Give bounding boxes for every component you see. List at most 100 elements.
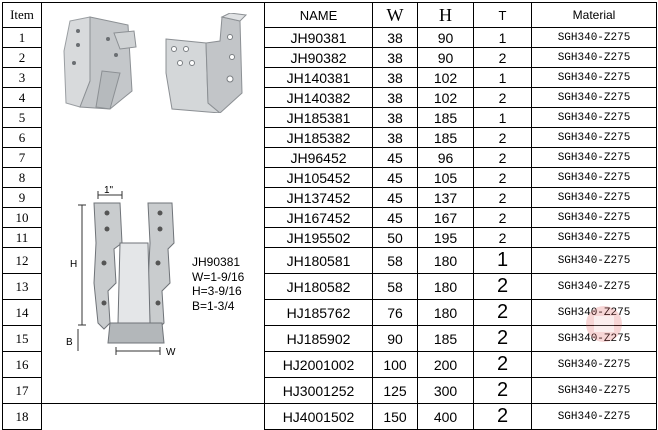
- cell-name: JH137452: [264, 187, 373, 208]
- item-number: 8: [2, 167, 42, 188]
- cell-t: 2: [473, 167, 532, 188]
- cell-h: 105: [417, 167, 474, 188]
- cell-material: SGH340-Z275: [531, 47, 657, 68]
- watermark-logo-icon: [586, 306, 622, 342]
- cell-h: 185: [417, 325, 474, 352]
- cell-material: SGH340-Z275: [531, 227, 657, 248]
- cell-t: 2: [473, 127, 532, 148]
- item-row: 15: [2, 325, 42, 352]
- hanger-dimension-drawing: 1" H B W: [66, 185, 176, 358]
- item-row: 16: [2, 351, 42, 378]
- cell-name: HJ4001502: [264, 403, 373, 430]
- item-row: 4: [2, 87, 42, 108]
- item-row: 6: [2, 127, 42, 148]
- item-row: 10: [2, 207, 42, 228]
- item-number: 6: [2, 127, 42, 148]
- item-row: 9: [2, 187, 42, 208]
- cell-t: 2: [473, 187, 532, 208]
- cell-material: SGH340-Z275: [531, 107, 657, 128]
- cell-name: JH96452: [264, 147, 373, 168]
- item-row: 3: [2, 67, 42, 88]
- cell-w: 58: [372, 247, 418, 274]
- item-number: 9: [2, 187, 42, 208]
- item-row: 14: [2, 299, 42, 326]
- cell-name: JH140381: [264, 67, 373, 88]
- cell-material: SGH340-Z275: [531, 147, 657, 168]
- item-number: 16: [2, 351, 42, 378]
- item-number: 2: [2, 47, 42, 68]
- cell-material: SGH340-Z275: [531, 377, 657, 404]
- cell-material: SGH340-Z275: [531, 351, 657, 378]
- item-header: Item: [2, 2, 42, 28]
- item-row: 8: [2, 167, 42, 188]
- cell-name: JH195502: [264, 227, 373, 248]
- item-number: 7: [2, 147, 42, 168]
- item-row: 1: [2, 27, 42, 48]
- cell-t: 2: [473, 207, 532, 228]
- item-row: 13: [2, 273, 42, 300]
- item-number: 1: [2, 27, 42, 48]
- cell-t: 2: [473, 325, 532, 352]
- cell-material: SGH340-Z275: [531, 207, 657, 228]
- cell-h: 96: [417, 147, 474, 168]
- cell-name: HJ3001252: [264, 377, 373, 404]
- cell-name: JH90382: [264, 47, 373, 68]
- cell-material: SGH340-Z275: [531, 247, 657, 274]
- item-row: 2: [2, 47, 42, 68]
- cell-w: 38: [372, 127, 418, 148]
- cell-h: 400: [417, 403, 474, 430]
- item-number: 15: [2, 325, 42, 352]
- cell-name: JH185381: [264, 107, 373, 128]
- cell-material: SGH340-Z275: [531, 127, 657, 148]
- cell-material: SGH340-Z275: [531, 67, 657, 88]
- cell-name: JH167452: [264, 207, 373, 228]
- spec-line-model: JH90381: [192, 255, 241, 269]
- cell-material: SGH340-Z275: [531, 27, 657, 48]
- item-row: 7: [2, 147, 42, 168]
- cell-h: 185: [417, 107, 474, 128]
- cell-w: 90: [372, 325, 418, 352]
- item-number: 17: [2, 377, 42, 404]
- cell-h: 102: [417, 87, 474, 108]
- cell-w: 38: [372, 27, 418, 48]
- item-number: 10: [2, 207, 42, 228]
- cell-h: 90: [417, 27, 474, 48]
- item-number: 5: [2, 107, 42, 128]
- item-number: 4: [2, 87, 42, 108]
- cell-h: 90: [417, 47, 474, 68]
- cell-h: 200: [417, 351, 474, 378]
- cell-t: 2: [473, 87, 532, 108]
- col-header-w: W: [372, 2, 418, 28]
- cell-h: 195: [417, 227, 474, 248]
- cell-t: 1: [473, 67, 532, 88]
- spec-line-b: B=1-3/4: [192, 298, 235, 313]
- cell-w: 76: [372, 299, 418, 326]
- spec-line-w: W=1-9/16: [192, 269, 245, 284]
- cell-t: 2: [473, 147, 532, 168]
- cell-w: 45: [372, 167, 418, 188]
- item-number: 14: [2, 299, 42, 326]
- cell-name: HJ185902: [264, 325, 373, 352]
- joist-hanger-photo-front: [63, 16, 137, 110]
- cell-h: 167: [417, 207, 474, 228]
- cell-material: SGH340-Z275: [531, 87, 657, 108]
- cell-h: 185: [417, 127, 474, 148]
- table-row: HJ185762761802SGH340-Z275: [264, 299, 657, 326]
- cell-material: SGH340-Z275: [531, 403, 657, 430]
- cell-h: 180: [417, 299, 474, 326]
- cell-h: 300: [417, 377, 474, 404]
- item-number: 18: [2, 403, 42, 430]
- dim-top-label: 1": [104, 185, 114, 196]
- cell-t: 1: [473, 247, 532, 274]
- cell-name: JH90381: [264, 27, 373, 48]
- item-row: 17: [2, 377, 42, 404]
